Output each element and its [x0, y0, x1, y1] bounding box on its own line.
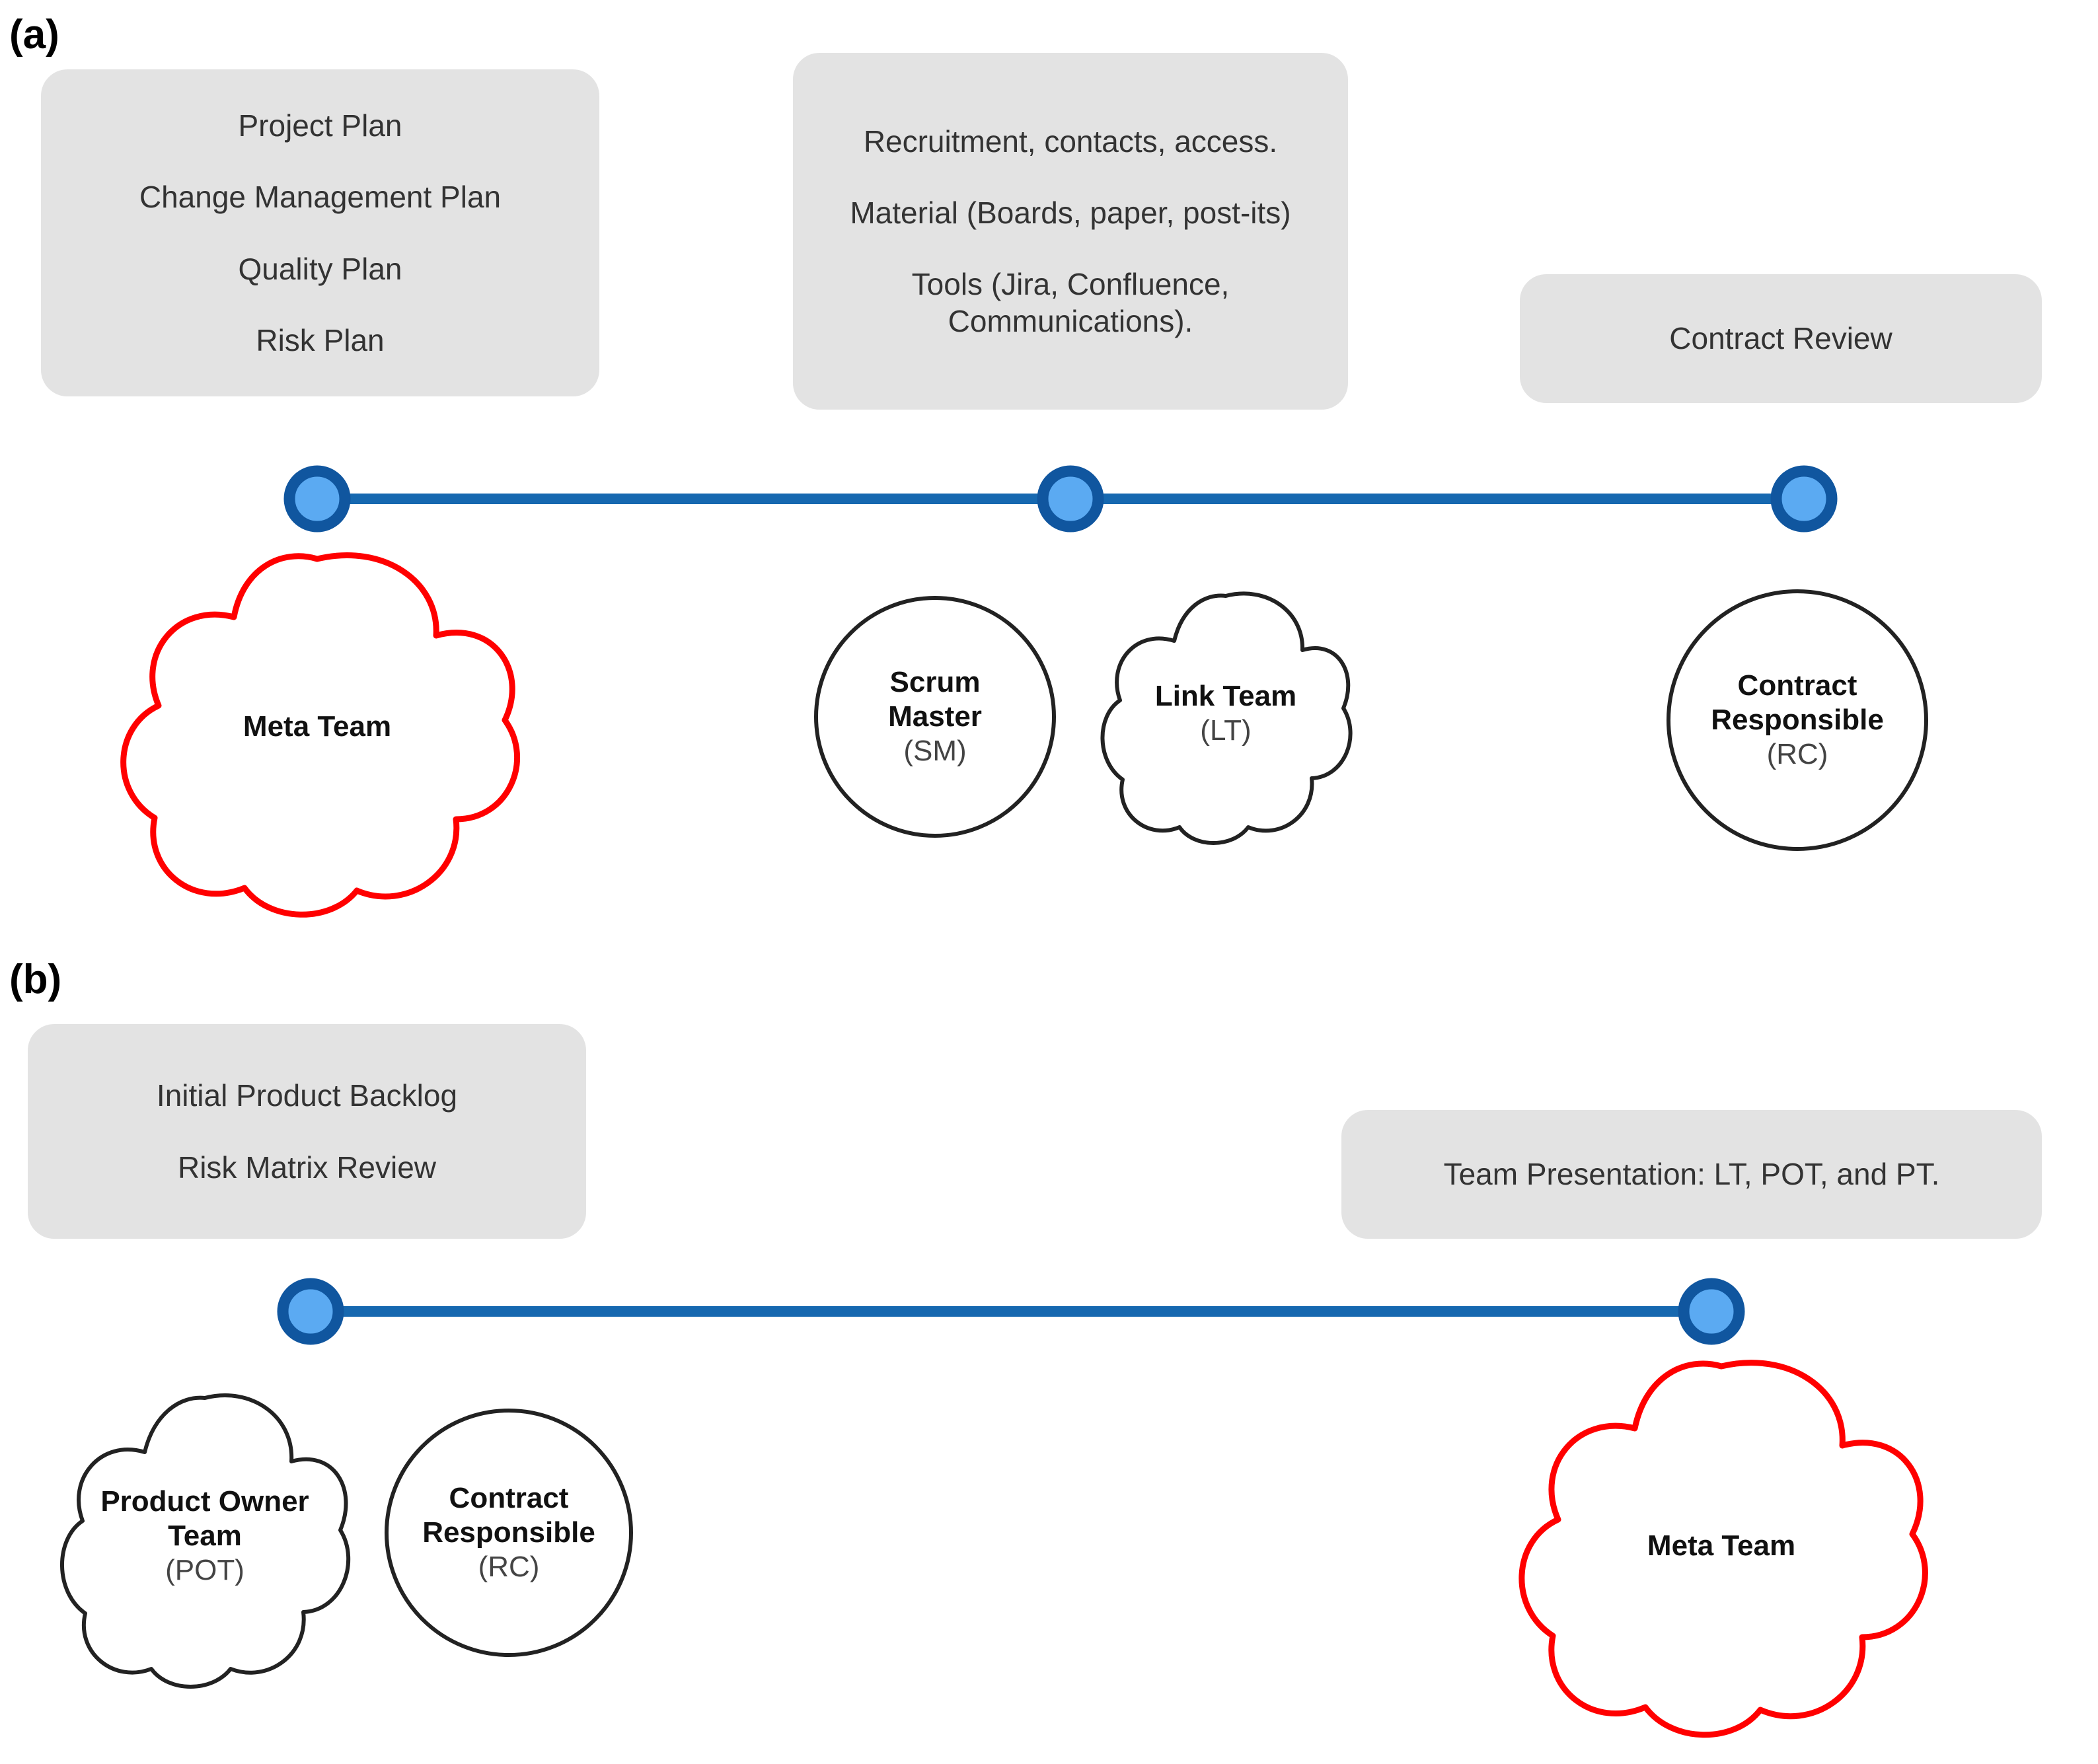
resources-note: Recruitment, contacts, access. Material …: [793, 53, 1348, 410]
cloud-outline-icon: [60, 1393, 351, 1689]
note-line: Recruitment, contacts, access.: [863, 124, 1278, 159]
cloud-outline-icon: [120, 552, 520, 918]
milestone-a-2[interactable]: [1037, 465, 1104, 533]
actor-meta-team-a[interactable]: Meta Team: [106, 535, 529, 918]
note-line: Risk Plan: [256, 322, 385, 357]
circle-outline-icon: [814, 596, 1056, 838]
note-line: Project Plan: [238, 108, 402, 143]
cloud-outline-icon: [1100, 591, 1353, 845]
note-line: Tools (Jira, Confluence,: [911, 267, 1230, 301]
note-line: Initial Product Backlog: [156, 1078, 458, 1113]
milestone-b-2[interactable]: [1678, 1278, 1745, 1345]
note-line: Material (Boards, paper, post-its): [850, 195, 1291, 230]
note-line: Risk Matrix Review: [177, 1150, 437, 1185]
circle-outline-icon: [385, 1409, 633, 1657]
actor-link-team[interactable]: Link Team (LT): [1094, 581, 1358, 846]
panel-label-b: (b): [9, 957, 62, 1002]
team-presentation-note: Team Presentation: LT, POT, and PT.: [1341, 1110, 2042, 1239]
note-line: Communications).: [948, 304, 1193, 339]
note-line: Contract Review: [1669, 321, 1892, 356]
milestone-a-3[interactable]: [1770, 465, 1838, 533]
note-line: Team Presentation: LT, POT, and PT.: [1443, 1157, 1940, 1192]
milestone-a-1[interactable]: [283, 465, 351, 533]
panel-label-a: (a): [9, 12, 59, 57]
actor-contract-responsible-a[interactable]: Contract Responsible (RC): [1665, 588, 1929, 852]
milestone-b-1[interactable]: [277, 1278, 344, 1345]
cloud-outline-icon: [1518, 1360, 1928, 1738]
note-line: Change Management Plan: [139, 180, 502, 215]
circle-outline-icon: [1667, 589, 1928, 851]
actor-meta-team-b[interactable]: Meta Team: [1507, 1341, 1936, 1751]
contract-review-note: Contract Review: [1520, 274, 2042, 403]
note-line: Quality Plan: [238, 251, 402, 286]
plans-note: Project Plan Change Management Plan Qual…: [41, 69, 599, 396]
actor-product-owner-team[interactable]: Product Owner Team (POT): [50, 1381, 360, 1691]
actor-scrum-master[interactable]: Scrum Master (SM): [813, 595, 1057, 839]
actor-contract-responsible-b[interactable]: Contract Responsible (RC): [383, 1407, 634, 1658]
backlog-note: Initial Product Backlog Risk Matrix Revi…: [28, 1024, 586, 1239]
